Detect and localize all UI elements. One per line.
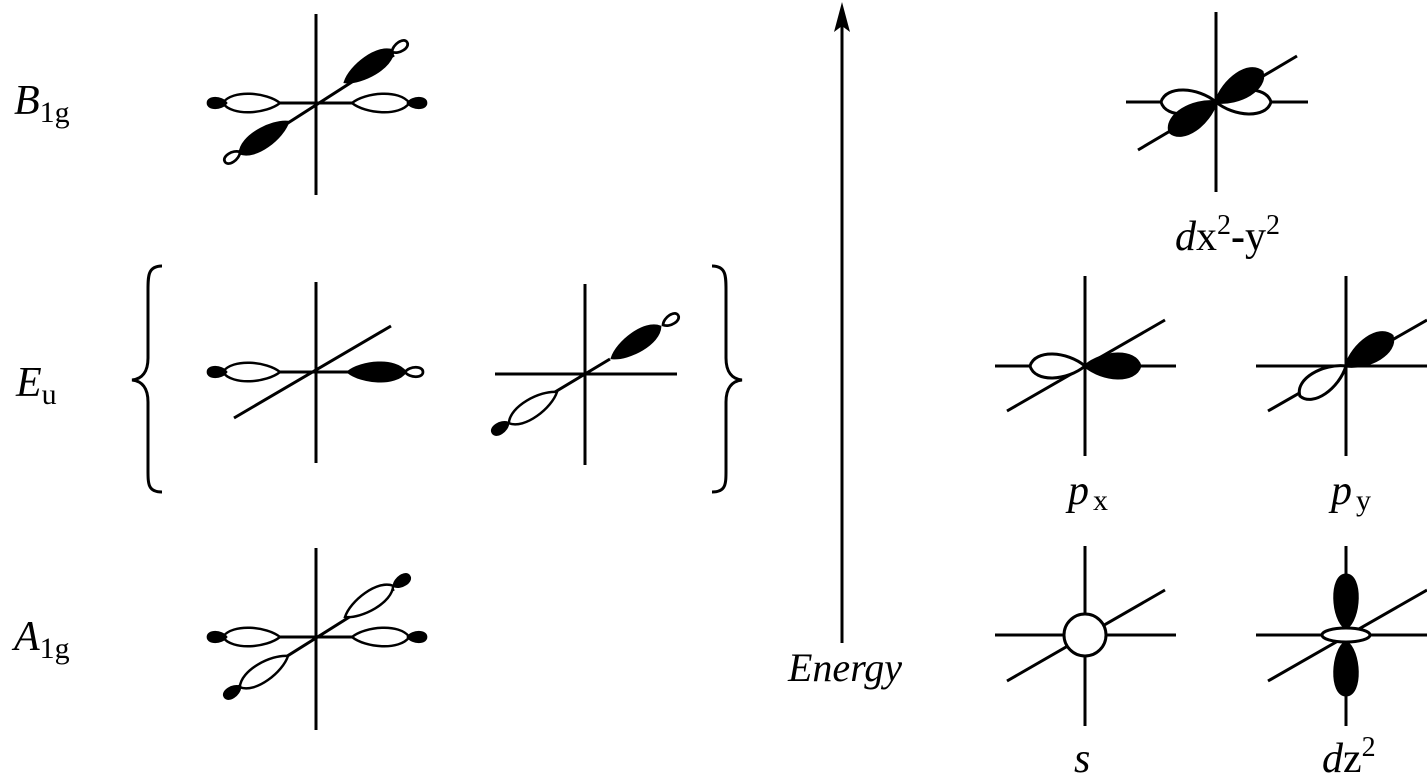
- right-brace: [711, 264, 743, 494]
- px-p: p: [1068, 468, 1089, 514]
- a1g-subscript: 1g: [39, 632, 70, 665]
- s-orbital-figure: [995, 546, 1176, 726]
- dx2y2-sup1: 2: [1217, 210, 1231, 241]
- eu-x-figure: [233, 282, 392, 463]
- dx2y2-label: dx2-y2: [1175, 212, 1280, 260]
- b1g-symbol: B: [14, 78, 40, 124]
- dz2-d: d: [1322, 736, 1343, 782]
- eu-y-figure: [495, 284, 677, 465]
- py-subscript: y: [1356, 484, 1371, 517]
- dx2y2-dash: -: [1231, 214, 1245, 260]
- px-subscript: x: [1093, 484, 1108, 517]
- b1g-subscript: 1g: [39, 96, 70, 129]
- energy-arrow: [834, 2, 850, 643]
- a1g-symbol: A: [14, 614, 40, 660]
- py-p: p: [1331, 468, 1352, 514]
- eu-symbol: E: [16, 360, 42, 406]
- dz2-z: z: [1343, 736, 1362, 782]
- b1g-label: B1g: [14, 78, 70, 128]
- dx2y2-d: d: [1175, 214, 1196, 260]
- s-label: s: [1074, 736, 1091, 782]
- eu-label: Eu: [16, 360, 57, 410]
- s-sphere: [1062, 612, 1108, 658]
- left-brace: [131, 264, 163, 494]
- dz2-label: dz2: [1322, 734, 1376, 782]
- dz2-lobes: [1320, 573, 1372, 697]
- dz2-torus: [1320, 626, 1372, 644]
- dx2y2-x: x: [1196, 214, 1217, 260]
- dx2y2-y: y: [1245, 214, 1266, 260]
- dz2-sup: 2: [1361, 732, 1376, 763]
- dx2y2-sup2: 2: [1266, 210, 1280, 241]
- eu-subscript: u: [41, 378, 57, 411]
- energy-label: Energy: [788, 645, 903, 690]
- a1g-label: A1g: [14, 614, 70, 664]
